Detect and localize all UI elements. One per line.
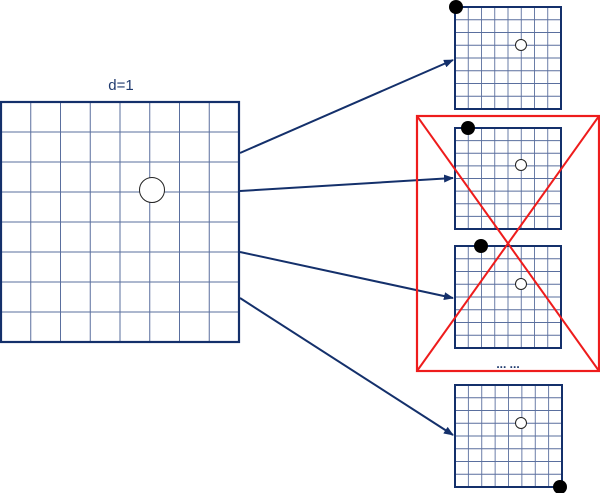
center-circle-icon: [139, 177, 165, 203]
corner-marker-dot-icon: [553, 480, 567, 493]
center-circle-icon: [515, 39, 527, 51]
arrow-2: [239, 174, 454, 192]
corner-marker-dot-icon: [461, 121, 475, 135]
small-grid-d: [454, 384, 567, 493]
grid-outline: [454, 245, 562, 349]
grid-outline: [454, 384, 563, 488]
small-grid-c: [454, 239, 562, 349]
arrow-1: [239, 59, 454, 154]
center-circle-icon: [515, 159, 527, 171]
ellipsis-text: ... ...: [496, 357, 519, 371]
center-circle-icon: [515, 417, 527, 429]
small-grid-a: [449, 0, 562, 110]
grid-a-lines: [454, 6, 562, 110]
cross-out-box: [415, 114, 600, 373]
main-grid-lines: [0, 100, 241, 344]
main-grid: [0, 100, 241, 344]
grid-b-lines: [454, 127, 562, 230]
corner-marker-dot-icon: [474, 239, 488, 253]
grid-d-lines: [454, 384, 563, 488]
main-grid-label: d=1: [108, 77, 133, 94]
small-grid-b: [454, 121, 562, 230]
cross-out-rect: [415, 114, 600, 373]
small-grids-group: [449, 0, 567, 493]
grid-outline: [454, 6, 562, 110]
arrow-3: [239, 251, 454, 301]
center-circle-icon: [515, 278, 527, 290]
arrow-4: [239, 297, 454, 436]
grid-outline: [0, 100, 241, 344]
cross-diagonal-2: [416, 115, 600, 372]
grid-outline: [454, 127, 562, 230]
corner-marker-dot-icon: [449, 0, 463, 14]
